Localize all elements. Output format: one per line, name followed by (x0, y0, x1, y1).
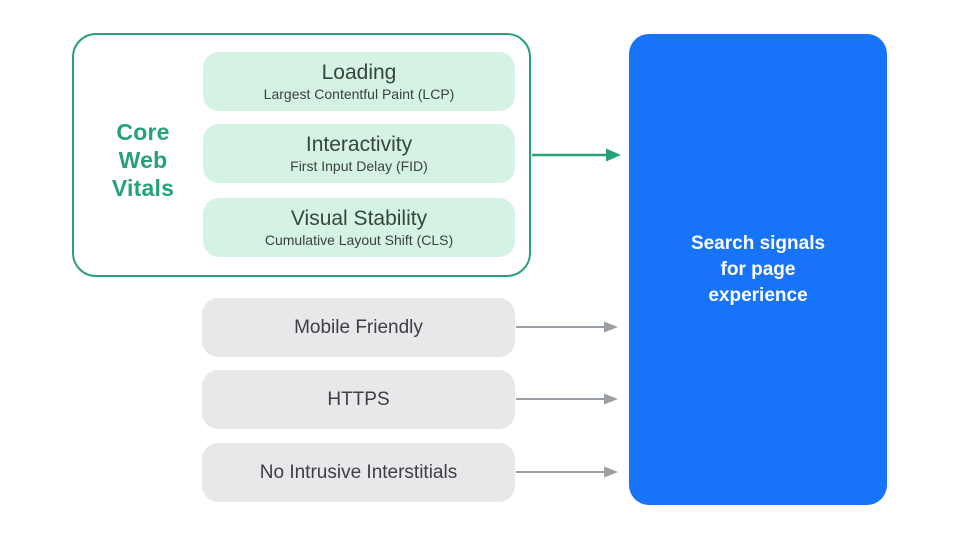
signal-loading: Loading Largest Contentful Paint (LCP) (203, 52, 515, 111)
search-signals-text-line: Search signals (690, 232, 826, 254)
search-signals-box: Search signals for page experience (629, 34, 887, 505)
signal-interactivity-subtitle: First Input Delay (FID) (290, 157, 428, 174)
search-signals-text-line: for page (720, 258, 796, 280)
core-web-vitals-label: Core Web Vitals (85, 118, 201, 202)
arrow-https-to-search (516, 393, 618, 405)
signal-https: HTTPS (202, 370, 515, 429)
signal-loading-title: Loading (321, 60, 397, 84)
arrow-mobile-friendly-to-search (516, 321, 618, 333)
core-web-vitals-label-line: Vitals (111, 175, 175, 201)
signal-visual-stability-title: Visual Stability (290, 206, 428, 230)
signal-https-label: HTTPS (327, 388, 390, 410)
arrow-no-intrusive-interstitials-to-search (516, 466, 618, 478)
arrow-core-web-vitals-to-search (532, 148, 621, 162)
signal-interactivity-title: Interactivity (305, 132, 413, 156)
signal-mobile-friendly: Mobile Friendly (202, 298, 515, 357)
signal-loading-subtitle: Largest Contentful Paint (LCP) (263, 85, 455, 102)
signal-no-intrusive-interstitials: No Intrusive Interstitials (202, 443, 515, 502)
core-web-vitals-label-line: Core (116, 119, 170, 145)
signal-visual-stability: Visual Stability Cumulative Layout Shift… (203, 198, 515, 257)
signal-no-intrusive-interstitials-label: No Intrusive Interstitials (259, 461, 458, 483)
signal-visual-stability-subtitle: Cumulative Layout Shift (CLS) (264, 231, 454, 248)
signal-mobile-friendly-label: Mobile Friendly (294, 316, 423, 338)
signal-interactivity: Interactivity First Input Delay (FID) (203, 124, 515, 183)
search-signals-text-line: experience (708, 284, 808, 306)
core-web-vitals-label-line: Web (118, 147, 168, 173)
